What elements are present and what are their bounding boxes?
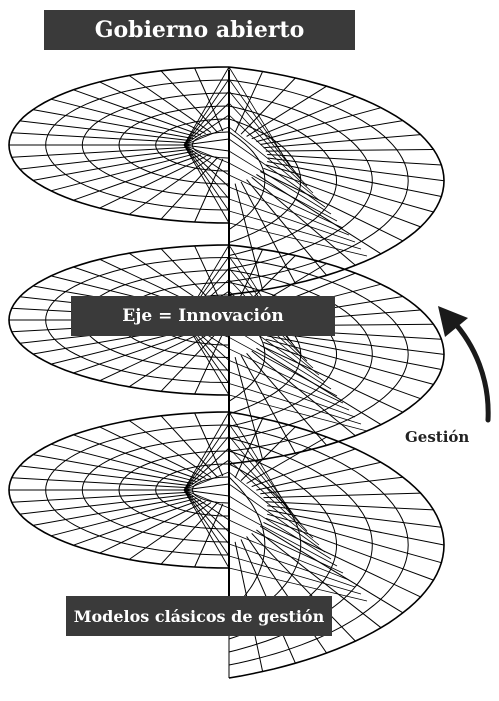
helix-turn	[8, 411, 445, 679]
curved-arrow-up-icon	[438, 306, 491, 423]
helix-turn	[8, 244, 445, 465]
label-eje-innovacion: Eje = Innovación	[71, 296, 335, 336]
title-gobierno-abierto: Gobierno abierto	[44, 10, 355, 50]
label-gestion: Gestión	[405, 428, 470, 446]
helix-layers	[8, 66, 445, 679]
label-modelos-clasicos: Modelos clásicos de gestión	[66, 596, 332, 636]
